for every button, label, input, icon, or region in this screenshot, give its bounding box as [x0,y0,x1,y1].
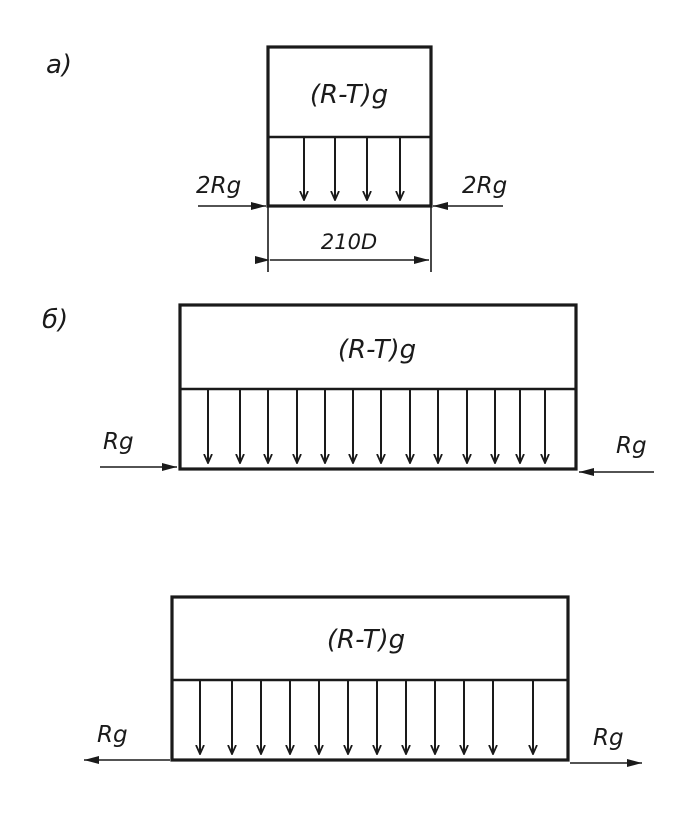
panel-c: (R-T)g Rg Rg [84,595,642,767]
panel-a-dimension-label: 210D [321,230,377,254]
panel-c-block [170,595,570,762]
panel-b-weight-label: (R-T)g [338,335,416,365]
panel-a: а) (R-T)g 2Rg 2Rg 210D [46,45,507,272]
panel-a-block [266,45,433,208]
panel-b-label: б) [42,305,68,335]
panel-c-distributed-load [200,680,533,754]
panel-a-right-force-label: 2Rg [462,173,507,199]
panel-b-left-force-label: Rg [103,429,134,455]
panel-a-left-force-label: 2Rg [196,173,241,199]
panel-b-distributed-load [208,389,545,463]
panel-b-block [178,303,578,471]
panel-c-weight-label: (R-T)g [327,625,405,655]
panel-b: б) (R-T)g Rg Rg [42,303,654,476]
panel-c-right-force-label: Rg [593,725,624,751]
panel-c-left-force-label: Rg [97,722,128,748]
panel-a-label: а) [46,50,72,80]
panel-a-distributed-load [304,137,400,200]
panel-a-weight-label: (R-T)g [310,80,388,110]
panel-b-right-force-label: Rg [616,433,647,459]
